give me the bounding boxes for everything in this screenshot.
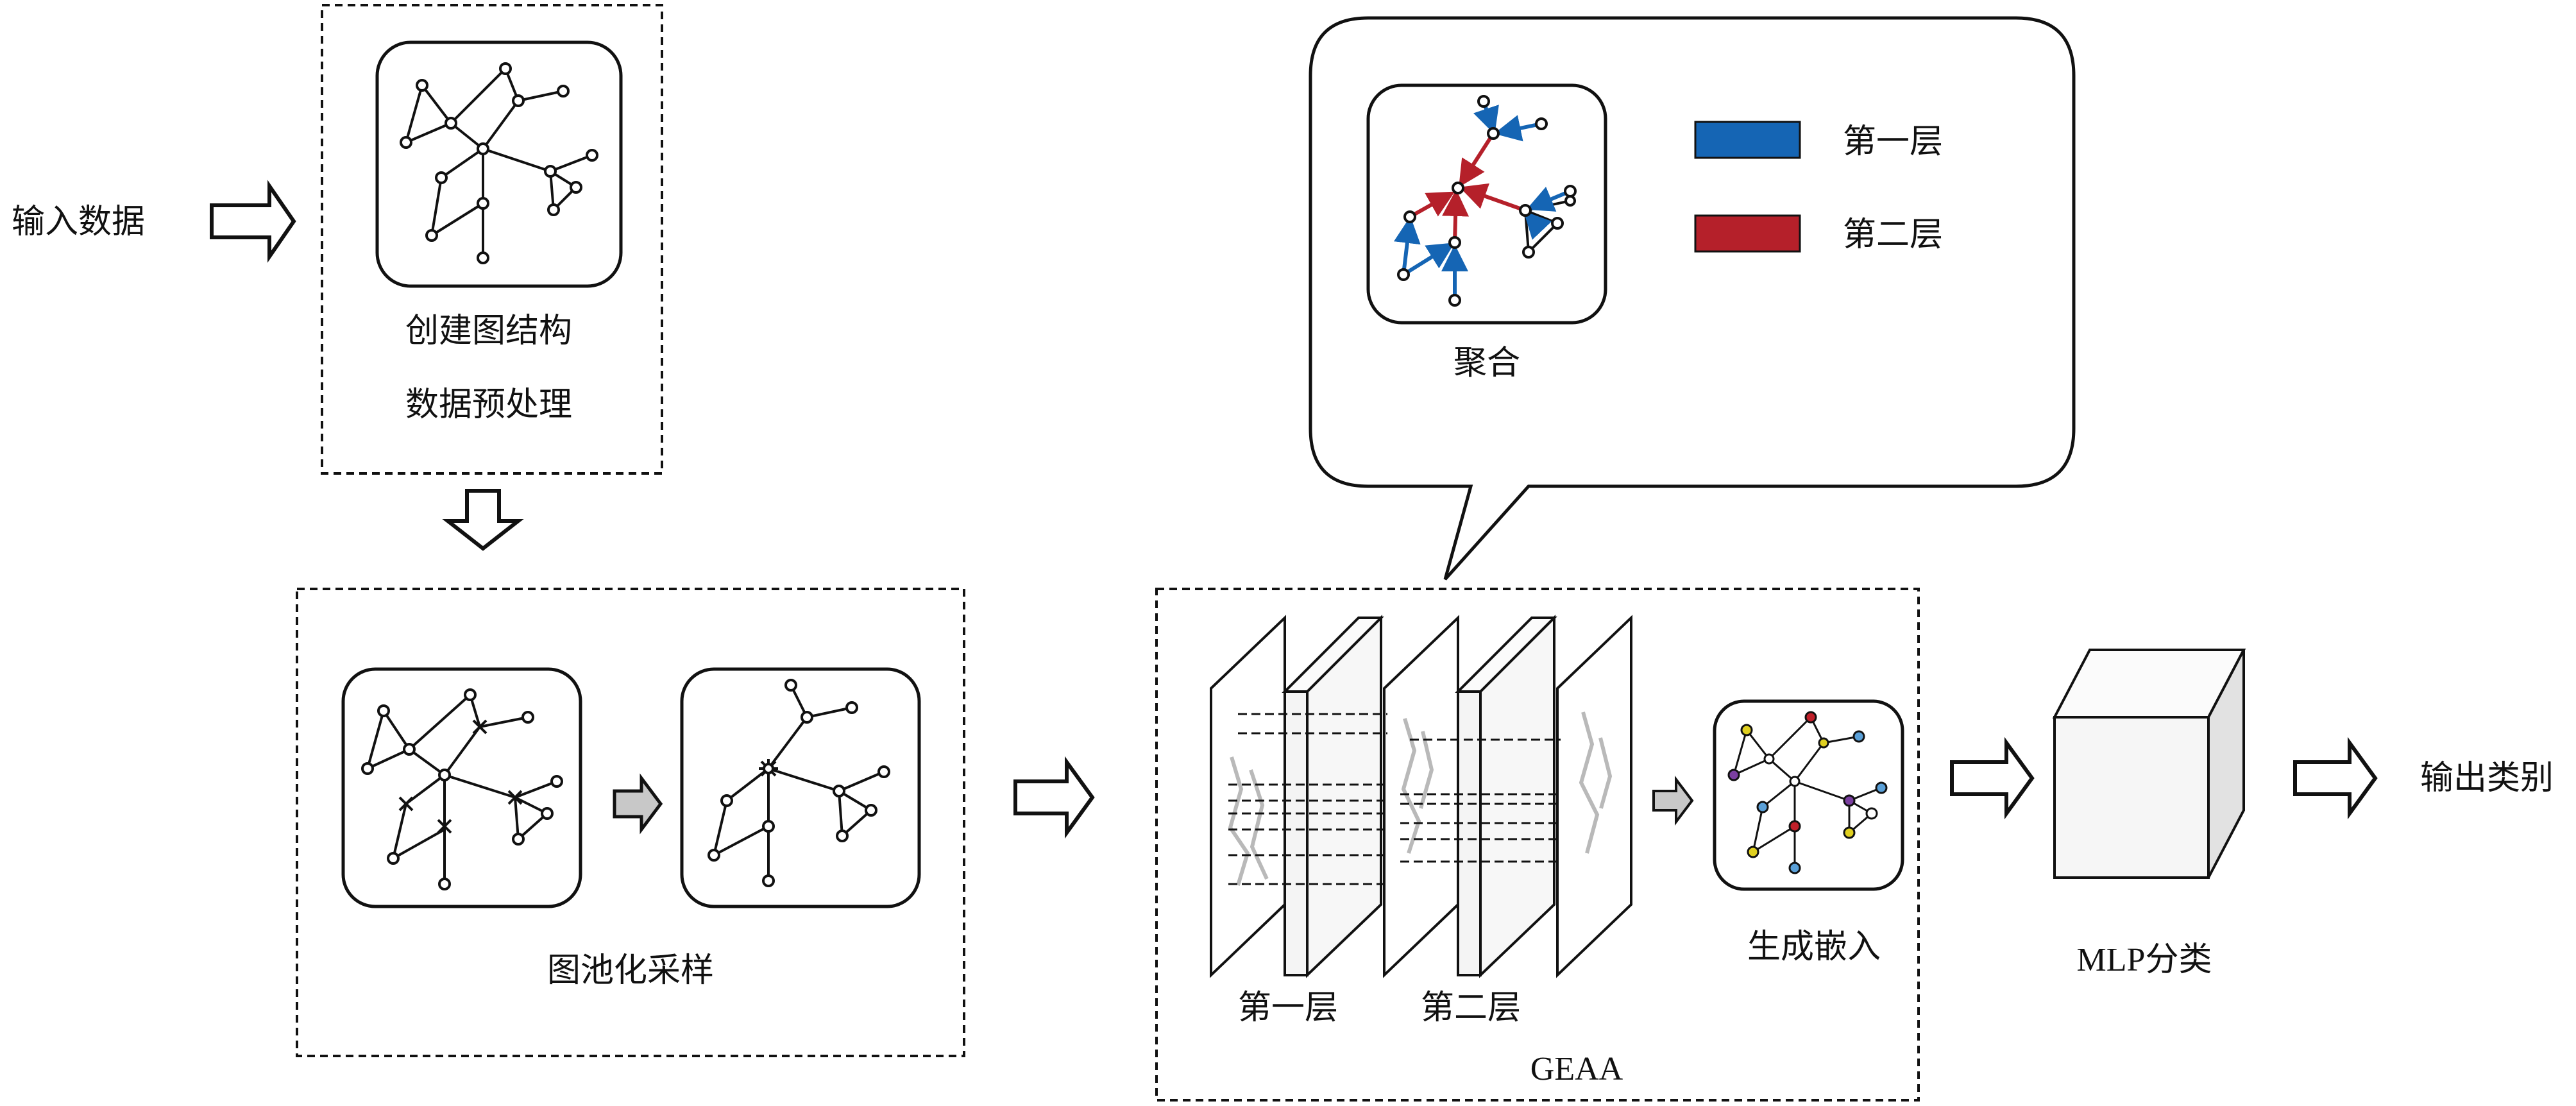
aggregate-label: 聚合 [1453, 344, 1520, 382]
graph-panel-before-pooling [341, 667, 582, 908]
graph-panel-raw [375, 40, 623, 288]
mlp-cube-front [2053, 716, 2210, 879]
legend-swatch-layer-one [1694, 121, 1801, 159]
layer-slab-2-top [1455, 617, 1557, 693]
raw-graph-nodes [400, 62, 598, 264]
legend-label-layer-two: 第二层 [1843, 216, 1943, 254]
layer-connections [1228, 713, 1561, 885]
aggregation-layer-two-edges [1409, 132, 1527, 243]
mlp-stage: MLP分类 [2052, 649, 2246, 978]
raw-graph [405, 67, 593, 258]
input-data-label: 输入数据 [12, 203, 145, 241]
preprocess-dashed-box [321, 4, 663, 475]
layer-sheet-3 [1556, 615, 1632, 978]
mlp-classify-label: MLP分类 [2077, 942, 2212, 978]
geaa-input-arrow [1013, 756, 1095, 839]
preprocess-stage: 创建图结构 数据预处理 [321, 4, 663, 475]
pooling-inner-arrow [613, 773, 663, 835]
geaa-dashed-box [1155, 588, 1920, 1102]
aggregation-callout: 聚合 第一层 第二层 [1309, 16, 2076, 581]
aggregation-graph-nodes [1397, 95, 1577, 307]
graph-panel-after-pooling [680, 667, 921, 908]
sheet-sketch-marks [1228, 711, 1613, 886]
embedding-graph-nodes [1727, 711, 1888, 874]
layer-sheet-2 [1383, 615, 1459, 978]
geaa-label: GEAA [1530, 1051, 1623, 1087]
layer-sheet-1 [1210, 615, 1286, 978]
create-graph-label: 创建图结构 [405, 312, 572, 350]
graph-pool-sampling-label: 图池化采样 [547, 951, 714, 990]
pooling-dashed-box [296, 588, 965, 1057]
down-arrow [442, 489, 524, 551]
layer-two-label: 第二层 [1421, 989, 1521, 1027]
input-arrow [210, 180, 296, 263]
pooling-graph-a [366, 693, 557, 884]
geaa-stage: 第一层 第二层 GEAA [1155, 588, 1920, 1102]
generate-embedding-label: 生成嵌入 [1747, 928, 1881, 966]
layer-one-label: 第一层 [1238, 989, 1338, 1027]
mlp-input-arrow [1950, 736, 2035, 820]
output-class-label: 输出类别 [2420, 759, 2554, 797]
pooling-graph-a-nodes [361, 688, 563, 890]
pooling-stage: 图池化采样 [296, 588, 965, 1057]
layer-slab-1-top [1282, 617, 1384, 693]
legend-label-layer-one: 第一层 [1843, 123, 1943, 161]
output-arrow [2293, 736, 2378, 820]
embedding-inner-arrow [1652, 776, 1694, 826]
preprocess-label: 数据预处理 [405, 386, 572, 424]
legend-swatch-layer-two [1694, 214, 1801, 253]
pooling-graph-b-nodes [708, 679, 890, 887]
layer-slab-2 [1457, 690, 1482, 976]
